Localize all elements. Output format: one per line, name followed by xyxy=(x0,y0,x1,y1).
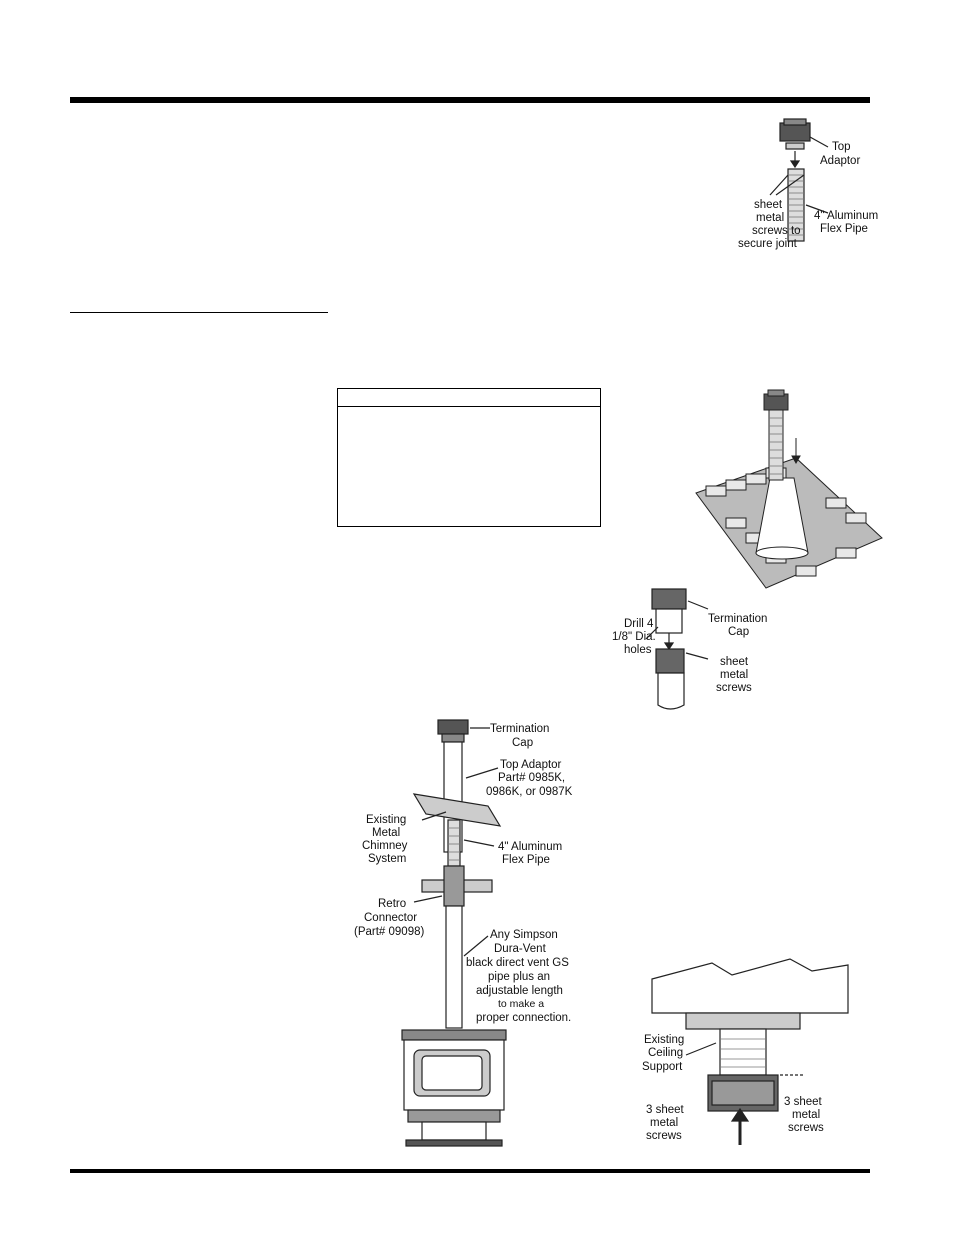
label-screws-left-2: metal xyxy=(650,1117,678,1129)
label-chimney-4: System xyxy=(368,853,406,865)
label-screws-4: secure joint xyxy=(738,238,798,250)
label-screws-3: screws to xyxy=(752,225,801,237)
label-stove-flex-1: 4" Aluminum xyxy=(498,841,562,853)
label-stove-cap-2: Cap xyxy=(512,737,533,749)
label-flex-1: 4" Aluminum xyxy=(814,210,878,222)
footer-rule xyxy=(70,1169,870,1173)
label-term-cap-2: Cap xyxy=(728,626,749,638)
label-term-screws-2: metal xyxy=(720,669,748,681)
label-ceiling-3: Support xyxy=(642,1061,683,1073)
label-drill-3: holes xyxy=(624,644,652,656)
label-retro-2: Connector xyxy=(364,912,417,924)
label-ceiling-2: Ceiling xyxy=(648,1047,683,1059)
label-screws-right-2: metal xyxy=(792,1109,820,1121)
label-drill-1: Drill 4 xyxy=(624,618,654,630)
label-ceiling-1: Existing xyxy=(644,1034,684,1046)
label-screws-right-1: 3 sheet xyxy=(784,1096,823,1108)
label-pipe-2: Dura-Vent xyxy=(494,943,547,955)
label-retro-3: (Part# 09098) xyxy=(354,926,424,938)
figure-top-adaptor: Top Adaptor sheet metal screws to secure… xyxy=(738,118,878,250)
label-stove-adaptor-2: Part# 0985K, xyxy=(498,772,565,784)
label-chimney-2: Metal xyxy=(372,827,400,839)
label-pipe-3: black direct vent GS xyxy=(466,957,569,969)
label-pipe-7: proper connection. xyxy=(476,1012,571,1024)
label-screws-right-3: screws xyxy=(788,1122,824,1134)
label-screws-left-1: 3 sheet xyxy=(646,1104,685,1116)
label-stove-flex-2: Flex Pipe xyxy=(502,854,550,866)
label-pipe-6: to make a xyxy=(498,998,544,1010)
header-rule xyxy=(70,97,870,103)
figure-termination-cap: Drill 4 1/8" Dia. holes Termination Cap … xyxy=(612,588,767,710)
label-chimney-1: Existing xyxy=(366,814,406,826)
label-retro-1: Retro xyxy=(378,898,406,910)
label-stove-cap-1: Termination xyxy=(490,723,549,735)
label-term-screws-1: sheet xyxy=(720,656,749,668)
figure-roof-flashing xyxy=(695,389,883,589)
label-chimney-3: Chimney xyxy=(362,840,408,852)
section-heading-underline xyxy=(70,312,328,313)
figure-ceiling-support: Existing Ceiling Support 3 sheet metal s… xyxy=(642,958,849,1145)
label-pipe-5: adjustable length xyxy=(476,985,563,997)
label-flex-2: Flex Pipe xyxy=(820,223,868,235)
label-top-adaptor-1: Top xyxy=(832,141,851,153)
label-drill-2: 1/8" Dia. xyxy=(612,631,656,643)
label-screws-left-3: screws xyxy=(646,1130,682,1142)
label-stove-adaptor-3: 0986K, or 0987K xyxy=(486,786,573,798)
label-term-cap-1: Termination xyxy=(708,613,767,625)
label-stove-adaptor-1: Top Adaptor xyxy=(500,759,562,771)
label-screws-1: sheet xyxy=(754,199,783,211)
note-box xyxy=(337,388,601,527)
label-top-adaptor-2: Adaptor xyxy=(820,155,860,167)
figure-stove-system: Termination Cap Top Adaptor Part# 0985K,… xyxy=(354,719,573,1147)
label-term-screws-3: screws xyxy=(716,682,752,694)
note-box-header xyxy=(338,389,600,407)
label-pipe-1: Any Simpson xyxy=(490,929,558,941)
label-screws-2: metal xyxy=(756,212,784,224)
label-pipe-4: pipe plus an xyxy=(488,971,550,983)
